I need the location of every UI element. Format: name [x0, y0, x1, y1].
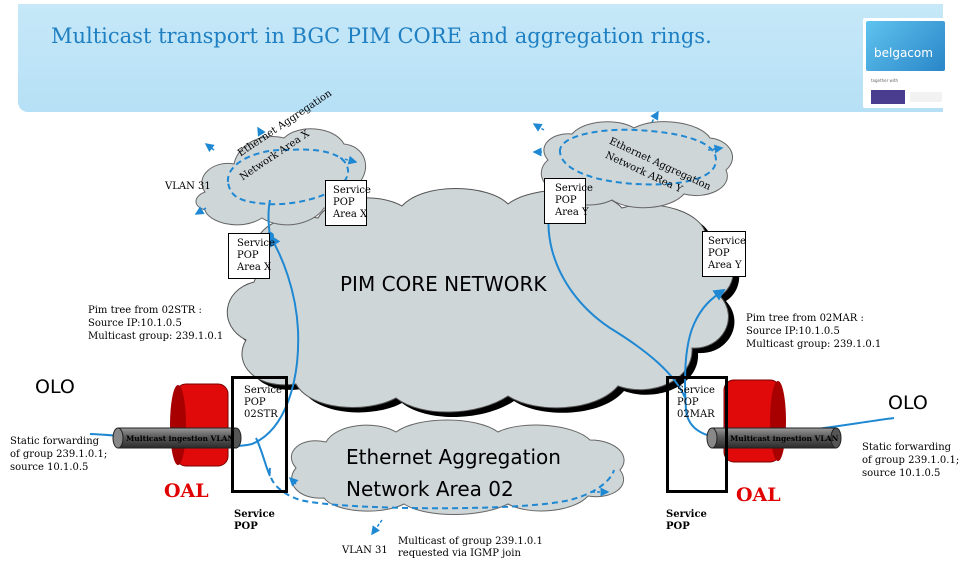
service-pop-right-line-1: Service [666, 509, 707, 520]
igmp-line-1: Multicast of group 239.1.0.1 [398, 536, 543, 547]
logo-badge: belgacom [866, 21, 945, 71]
pim-core-label: PIM CORE NETWORK [340, 272, 547, 296]
logo-tagline: together with [871, 78, 898, 83]
ingestion-cylinder-right [706, 427, 842, 449]
pim-right-line-2: Source IP:10.1.0.5 [746, 326, 840, 337]
static-right-line-1: Static forwarding [862, 442, 952, 453]
static-right-line-2: of group 239.1.0.1; [862, 455, 959, 466]
oal-left-label: OAL [164, 480, 209, 502]
vlan31-bottom-label: VLAN 31 [342, 545, 388, 556]
olo-left-label: OLO [35, 376, 75, 398]
service-pop-left-line-2: POP [234, 521, 258, 532]
router-left [170, 383, 229, 467]
static-left-line-1: Static forwarding [10, 436, 100, 447]
pop-frame-02str: Service POP 02STR [231, 376, 288, 493]
pim-left-line-3: Multicast group: 239.1.0.1 [88, 331, 224, 342]
area-02-cloud [290, 419, 625, 515]
pop-box-area-x-left: Service POP Area X [228, 233, 275, 279]
dashed-ring-area-02 [268, 467, 615, 510]
service-pop-right-line-2: POP [666, 521, 690, 532]
pim-left-line-2: Source IP:10.1.0.5 [88, 318, 182, 329]
logo-wordmark: belgacom [874, 46, 933, 60]
pop-box-area-x-top: Service POP Area X [325, 180, 371, 226]
pim-left-line-1: Pim tree from 02STR : [88, 305, 202, 316]
router-right [723, 379, 786, 463]
oal-right-label: OAL [736, 484, 781, 506]
vlan31-top-label: VLAN 31 [165, 181, 211, 192]
flow-arrows-small [194, 110, 724, 536]
partner-logo-2 [910, 92, 942, 102]
area-02-label-1: Ethernet Aggregation [346, 445, 561, 469]
igmp-line-2: requested via IGMP join [398, 548, 521, 559]
olo-right-label: OLO [888, 392, 928, 414]
ingestion-vlan-right-label: Multicast ingestion VLAN [730, 434, 839, 443]
static-right-line-3: source 10.1.0.5 [862, 468, 941, 479]
pop-box-area-y-right: Service POP Area Y [702, 231, 746, 277]
ingestion-cylinder-left [112, 427, 242, 449]
slide-title: Multicast transport in BGC PIM CORE and … [51, 24, 712, 48]
belgacom-logo: belgacom together with [863, 18, 948, 108]
header-banner: Multicast transport in BGC PIM CORE and … [18, 4, 948, 112]
dashed-ring-area-x [226, 148, 350, 206]
service-pop-left-line-1: Service [234, 509, 275, 520]
pim-right-line-3: Multicast group: 239.1.0.1 [746, 339, 882, 350]
ingestion-vlan-left-label: Multicast ingestion VLAN [126, 434, 235, 443]
pop-box-area-y-top: Service POP Area Y [544, 178, 593, 224]
static-left-line-2: of group 239.1.0.1; [10, 449, 108, 460]
static-left-line-3: source 10.1.0.5 [10, 462, 89, 473]
pop-frame-02mar: Service POP 02MAR [666, 376, 728, 493]
area-02-label-2: Network Area 02 [346, 477, 514, 501]
dashed-ring-area-y [559, 128, 718, 186]
partner-logo-1 [871, 90, 905, 104]
pim-core-cloud [226, 188, 740, 418]
pim-right-line-1: Pim tree from 02MAR : [746, 313, 864, 324]
